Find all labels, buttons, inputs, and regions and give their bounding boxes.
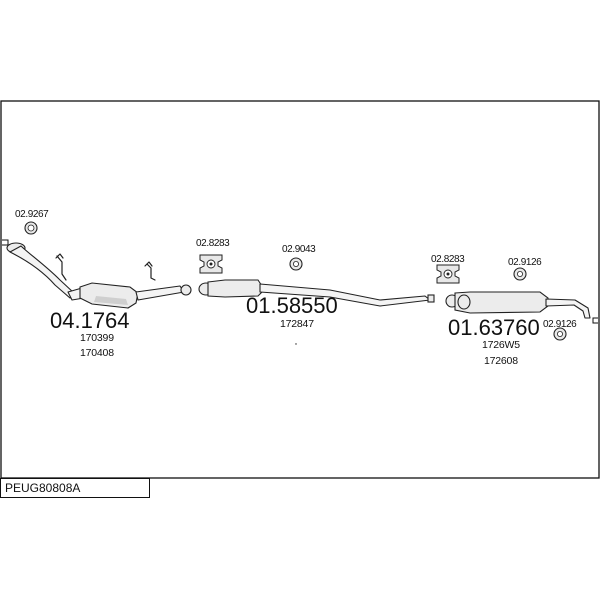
assembly-reference: 172608 bbox=[484, 355, 518, 367]
rear-tail-pipe bbox=[545, 298, 591, 319]
rubber-mount-icon bbox=[436, 264, 460, 284]
rear-silencer-endcap bbox=[457, 294, 471, 310]
assembly-reference: 170408 bbox=[80, 347, 114, 359]
gasket-ring-icon bbox=[24, 221, 38, 235]
diagram-code: PEUG80808A bbox=[5, 481, 81, 495]
downpipe-tube bbox=[9, 245, 75, 299]
right-edge-marker bbox=[592, 317, 598, 324]
assembly-part-number: 04.1764 bbox=[50, 308, 130, 333]
rubber-ring-icon bbox=[553, 327, 567, 341]
diagram-code-box: PEUG80808A bbox=[0, 478, 150, 498]
hanger-bracket-right-arrow bbox=[144, 261, 153, 267]
accessory-label: 02.8283 bbox=[431, 254, 465, 265]
accessory-label: 02.9043 bbox=[282, 244, 316, 255]
accessory-label: 02.9267 bbox=[15, 209, 49, 220]
hanger-bracket-left bbox=[56, 255, 67, 281]
catalyst-shading bbox=[94, 296, 128, 305]
stray-dot bbox=[295, 343, 297, 345]
assembly-part-number: 01.63760 bbox=[448, 315, 540, 340]
catalyst-body bbox=[79, 282, 139, 309]
left-edge-marker bbox=[2, 239, 9, 246]
middle-silencer-pipe bbox=[198, 279, 435, 307]
rubber-ring-icon bbox=[289, 257, 303, 271]
catalyst-outlet-pipe bbox=[135, 285, 185, 301]
assembly-reference: 1726W5 bbox=[482, 339, 520, 351]
rubber-ring-icon bbox=[513, 267, 527, 281]
diagram-frame bbox=[0, 100, 600, 479]
assembly-reference: 172847 bbox=[280, 318, 314, 330]
catalyst-outlet-end bbox=[180, 284, 192, 296]
accessory-label: 02.9126 bbox=[543, 319, 577, 330]
assembly-reference: 170399 bbox=[80, 332, 114, 344]
accessory-label: 02.9126 bbox=[508, 257, 542, 268]
hanger-bracket-left-arrow bbox=[55, 253, 64, 259]
rubber-mount-icon bbox=[199, 254, 223, 274]
accessory-label: 02.8283 bbox=[196, 238, 230, 249]
middle-outlet-end bbox=[427, 294, 435, 303]
hanger-bracket-right bbox=[146, 263, 156, 281]
front-pipe-catalyst bbox=[6, 242, 192, 309]
assembly-part-number: 01.58550 bbox=[246, 293, 338, 318]
rear-silencer bbox=[445, 291, 591, 319]
